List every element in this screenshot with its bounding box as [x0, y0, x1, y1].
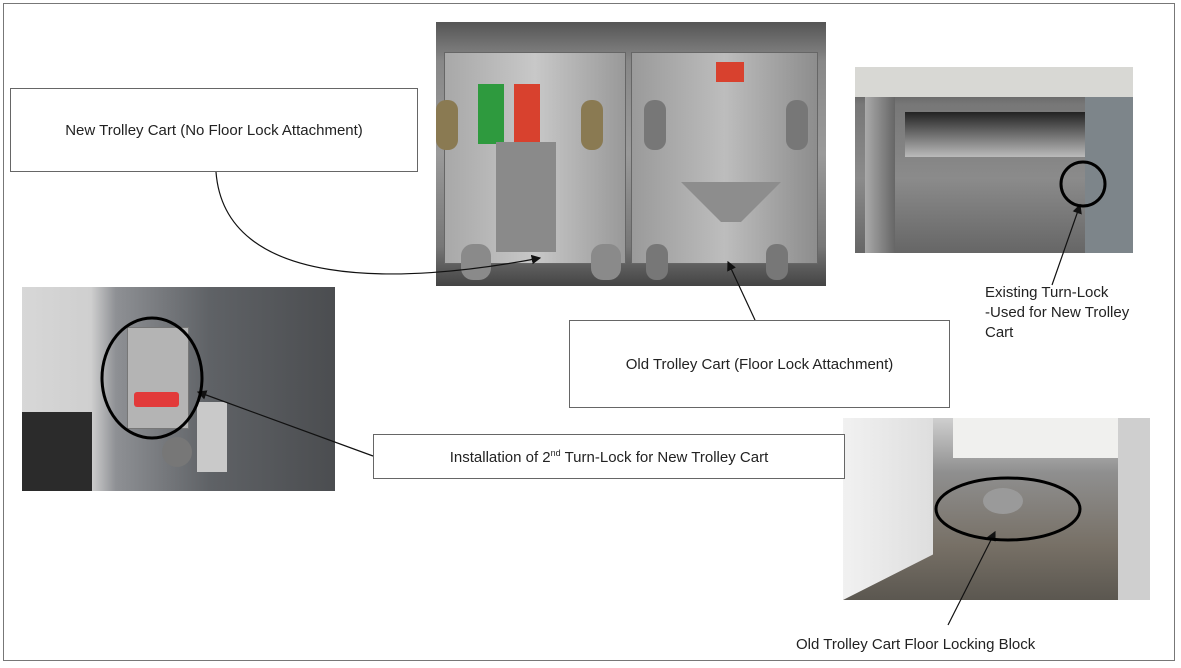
label-prefix: Installation of 2 — [449, 448, 551, 466]
label-text: New Trolley Cart (No Floor Lock Attachme… — [65, 121, 363, 139]
label-new-trolley-cart: New Trolley Cart (No Floor Lock Attachme… — [10, 88, 418, 172]
photo-second-turn-lock — [22, 287, 335, 491]
label-suffix: Turn-Lock for New Trolley Cart — [560, 448, 769, 466]
photo-trolley-carts — [436, 22, 826, 286]
label-second-turn-lock: Installation of 2nd Turn-Lock for New Tr… — [373, 434, 845, 479]
photo-existing-turn-lock — [855, 67, 1133, 253]
caption-line: Cart — [985, 324, 1014, 341]
figure-frame — [3, 3, 1175, 661]
label-superscript: nd — [550, 447, 561, 458]
caption-line: Existing Turn-Lock — [985, 284, 1109, 301]
label-text: Installation of 2nd Turn-Lock for New Tr… — [450, 448, 768, 466]
label-old-trolley-cart: Old Trolley Cart (Floor Lock Attachment) — [569, 320, 950, 408]
caption-line: -Used for New Trolley — [985, 304, 1130, 321]
caption-existing-turn-lock: Existing Turn-Lock -Used for New Trolley… — [985, 283, 1129, 343]
caption-floor-locking-block: Old Trolley Cart Floor Locking Block — [796, 636, 1036, 653]
label-text: Old Trolley Cart (Floor Lock Attachment) — [625, 355, 894, 373]
photo-floor-locking-block — [843, 418, 1150, 600]
